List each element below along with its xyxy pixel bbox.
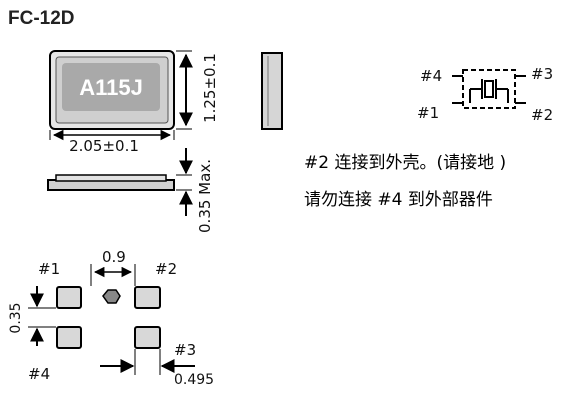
pitch-dimension: 0.9 xyxy=(90,248,136,286)
side-view-package xyxy=(47,174,175,191)
side-height-label: 0.35 Max. xyxy=(196,159,214,233)
schematic-pin-2: #2 xyxy=(531,106,553,124)
schematic-pin-1: #1 xyxy=(417,104,439,122)
pad-width-dimension: 0.495 xyxy=(100,349,214,388)
footprint-pads xyxy=(56,286,161,349)
width-dimension: 2.05±0.1 xyxy=(49,129,175,155)
page-title: FC-12D xyxy=(8,8,75,29)
note-line-1: #2 连接到外壳。(请接地 ) xyxy=(304,153,506,173)
height-dim-label: 1.25±0.1 xyxy=(201,53,219,123)
marking-text: A115J xyxy=(79,75,143,100)
pad-width-label: 0.495 xyxy=(174,372,214,388)
crystal-schematic xyxy=(452,69,526,109)
schematic-pin-3: #3 xyxy=(531,65,553,83)
side-height-dimension: 0.35 Max. xyxy=(176,148,214,233)
footprint-pin-3: #3 xyxy=(174,341,196,359)
footprint-pin-1: #1 xyxy=(38,260,60,278)
pad-height-dimension: 0.35 xyxy=(8,286,56,346)
footprint-pin-4: #4 xyxy=(28,365,50,383)
pad-height-label: 0.35 xyxy=(8,302,24,333)
top-view-package: A115J xyxy=(49,50,175,130)
width-dim-label: 2.05±0.1 xyxy=(69,137,139,155)
end-view-package xyxy=(261,52,283,130)
footprint-pin-2: #2 xyxy=(155,260,177,278)
pitch-dim-label: 0.9 xyxy=(102,248,126,266)
height-dimension: 1.25±0.1 xyxy=(176,50,219,130)
note-line-2: 请勿连接 #4 到外部器件 xyxy=(304,190,493,210)
schematic-pin-4: #4 xyxy=(420,67,442,85)
